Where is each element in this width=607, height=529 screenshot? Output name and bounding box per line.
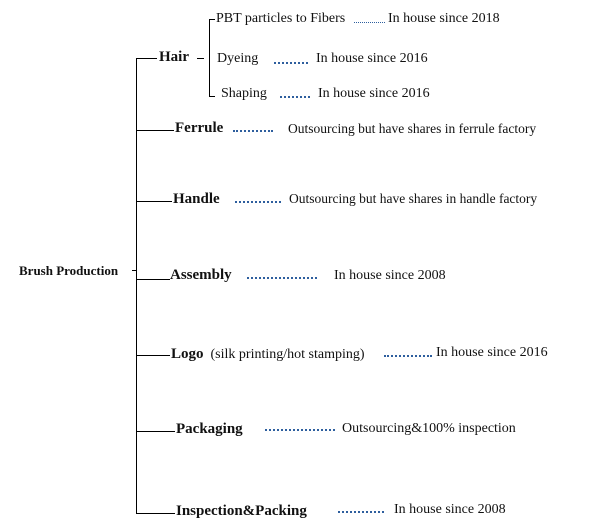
sub-process-shaping: Shaping <box>221 86 267 101</box>
status-logo: In house since 2016 <box>436 345 548 360</box>
process-logo: Logo (silk printing/hot stamping) <box>171 346 365 362</box>
dotted-leader <box>354 22 385 23</box>
sub-process-dyeing: Dyeing <box>217 51 259 66</box>
process-assembly: Assembly <box>170 267 232 283</box>
status-shaping: In house since 2016 <box>318 86 430 101</box>
dotted-leader <box>233 130 273 132</box>
process-packaging: Packaging <box>176 421 243 437</box>
process-inspection-packing: Inspection&Packing <box>176 503 307 519</box>
root-label: Brush Production <box>19 263 119 278</box>
status-dyeing: In house since 2016 <box>316 51 428 66</box>
status-ferrule: Outsourcing but have shares in ferrule f… <box>288 121 537 136</box>
process-ferrule: Ferrule <box>175 120 224 136</box>
dotted-leader <box>274 62 308 64</box>
dotted-leader <box>338 511 384 513</box>
dotted-leader <box>280 96 310 98</box>
status-pbt-fibers: In house since 2018 <box>388 11 500 26</box>
dotted-leader <box>247 277 317 279</box>
process-hair: Hair <box>159 49 189 65</box>
status-inspection-packing: In house since 2008 <box>394 502 506 517</box>
dotted-leader <box>265 429 335 431</box>
process-handle: Handle <box>173 191 220 207</box>
dotted-leader <box>235 201 281 203</box>
status-packaging: Outsourcing&100% inspection <box>342 421 516 436</box>
dotted-leader <box>384 355 432 357</box>
status-handle: Outsourcing but have shares in handle fa… <box>289 191 538 206</box>
process-logo-note: (silk printing/hot stamping) <box>210 347 365 362</box>
sub-process-pbt-fibers: PBT particles to Fibers <box>216 11 346 26</box>
process-logo-name: Logo <box>171 346 204 362</box>
status-assembly: In house since 2008 <box>334 268 446 283</box>
